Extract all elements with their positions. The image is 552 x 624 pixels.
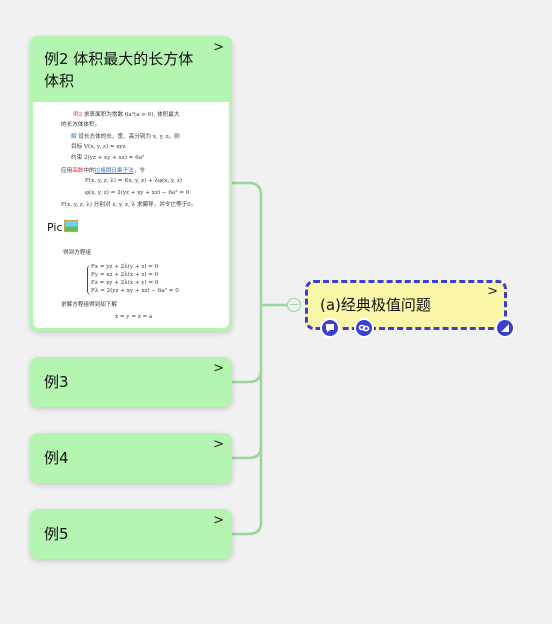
preview-equation: Fλ = 2(yz + xy + xz) − 6a² = 0: [91, 288, 179, 294]
link-icon[interactable]: [354, 318, 374, 338]
preview-line: 目标 V(x, y, z) = xyz: [71, 144, 126, 150]
preview-line: 的长方体体积。: [61, 122, 101, 128]
chevron-right-icon[interactable]: >: [213, 361, 224, 376]
resize-corner-icon[interactable]: [495, 318, 515, 338]
preview-line: F(x, y, z, λ) = f(x, y, z) + λφ(x, y, z): [85, 178, 182, 184]
main-topic-title: (a)经典极值问题: [320, 296, 431, 314]
preview-equation: Fx = yz + 2λ(y + z) = 0: [91, 264, 159, 270]
preview-line: 得到方程组: [63, 250, 91, 256]
collapse-icon[interactable]: [287, 298, 301, 312]
preview-line: 解 设长方体的长、宽、高分别为 x, y, z。则: [71, 134, 180, 140]
preview-line: 应用高数中的拉格朗日乘子法，令: [61, 168, 145, 174]
comment-icon[interactable]: [320, 318, 340, 338]
preview-line: 例2 求表面积为常数 6a²(a > 0), 体积最大: [73, 112, 180, 118]
preview-equation: Fy = xz + 2λ(x + z) = 0: [91, 272, 159, 278]
pic-label: Pic: [47, 220, 78, 234]
chevron-right-icon[interactable]: >: [213, 513, 224, 528]
topic-title: 例4: [44, 449, 69, 467]
topic-title: 例2 体积最大的长方体体积: [44, 50, 194, 90]
preview-line: φ(x, y, z) = 2(yz + xy + xz) − 6a² = 0: [85, 190, 190, 196]
equation-brace: [87, 265, 94, 295]
topic-title: 例5: [44, 525, 69, 543]
chevron-right-icon[interactable]: >: [213, 40, 224, 55]
preview-line: x = y = z = a: [115, 314, 153, 320]
main-topic-node[interactable]: (a)经典极值问题 >: [305, 280, 507, 330]
topic-title: 例3: [44, 373, 69, 391]
chevron-right-icon[interactable]: >: [487, 284, 498, 299]
topic-node-example-2[interactable]: 例2 体积最大的长方体体积 > 例2 求表面积为常数 6a²(a > 0), 体…: [30, 36, 232, 331]
preview-line: 求解方程组得到如下解: [61, 302, 117, 308]
image-icon: [63, 220, 78, 232]
chevron-right-icon[interactable]: >: [213, 437, 224, 452]
preview-line: 约束 2(yz + xy + xz) = 6a²: [71, 155, 145, 161]
topic-node-example-3[interactable]: 例3 >: [30, 357, 232, 407]
preview-equation: Fz = xy + 2λ(x + y) = 0: [91, 280, 159, 286]
topic-node-example-5[interactable]: 例5 >: [30, 509, 232, 559]
preview-line: F(x, y, z, λ) 分别对 x, y, z, λ 求偏导，并令它等于0。: [61, 202, 197, 208]
topic-node-example-4[interactable]: 例4 >: [30, 433, 232, 483]
document-preview[interactable]: 例2 求表面积为常数 6a²(a > 0), 体积最大 的长方体体积。 解 设长…: [33, 102, 229, 328]
